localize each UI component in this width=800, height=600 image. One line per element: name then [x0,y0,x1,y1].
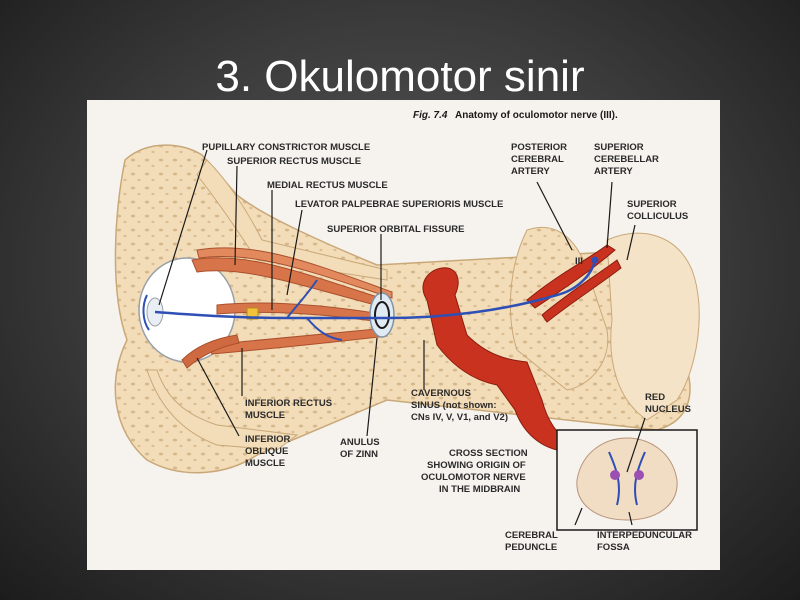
diagram-labels: PUPILLARY CONSTRICTOR MUSCLE SUPERIOR RE… [202,142,692,553]
caption-number: Fig. 7.4 [413,110,448,121]
label-superior-colliculus-2: COLLICULUS [627,211,688,222]
brainstem [606,232,700,421]
label-cavernous-2: SINUS (not shown: [411,400,497,411]
label-anulus-1: ANULUS [340,437,380,448]
skull-outline [114,144,691,474]
label-anulus-2: OF ZINN [340,449,378,460]
label-cerebral-peduncle-1: CEREBRAL [505,530,558,541]
anulus-of-zinn [369,292,395,338]
levator-muscle [196,247,393,299]
label-medial-rectus: MEDIAL RECTUS MUSCLE [267,180,388,191]
label-interpeduncular-1: INTERPEDUNCULAR [597,530,692,541]
inferior-oblique-muscle [181,334,240,369]
oculomotor-nerve: III [154,256,599,341]
nerve-main-trunk [154,259,597,320]
inset-red-nucleus-right [634,470,644,480]
label-nerve-iii: III [575,256,583,267]
label-cross-section-2: SHOWING ORIGIN OF [427,460,526,471]
label-inferior-oblique-2: OBLIQUE [245,446,288,457]
label-cavernous-1: CAVERNOUS [411,388,471,399]
superior-cerebellar-artery [541,259,622,323]
label-superior-rectus: SUPERIOR RECTUS MUSCLE [227,156,361,167]
figure-caption: Fig. 7.4 Anatomy of oculomotor nerve (II… [413,110,618,121]
label-inferior-rectus-2: MUSCLE [245,410,285,421]
label-posterior-cerebral-artery-1: POSTERIOR [511,142,567,153]
oculomotor-anatomy-diagram: Fig. 7.4 Anatomy of oculomotor nerve (II… [114,110,700,553]
label-cross-section-3: OCULOMOTOR NERVE [421,472,526,483]
label-superior-cerebellar-artery-3: ARTERY [594,166,633,177]
leader-lines [158,149,646,526]
label-posterior-cerebral-artery-3: ARTERY [511,166,550,177]
nerve-superior-division [286,279,318,319]
label-inferior-oblique-3: MUSCLE [245,458,285,469]
label-red-nucleus-2: NUCLEUS [645,404,691,415]
nerve-nucleus-dot [591,256,599,264]
midbrain-section [576,437,678,521]
label-pupillary-constrictor: PUPILLARY CONSTRICTOR MUSCLE [202,142,370,153]
orbit-floor [146,369,299,451]
label-inferior-oblique-1: INFERIOR [245,434,291,445]
label-cerebral-peduncle-2: PEDUNCLE [505,542,557,553]
label-superior-colliculus-1: SUPERIOR [627,199,677,210]
skull-bones [114,144,700,474]
label-superior-cerebellar-artery-2: CEREBELLAR [594,154,659,165]
label-interpeduncular-2: FOSSA [597,542,630,553]
nerve-inferior-division [306,317,343,341]
label-levator-palpebrae: LEVATOR PALPEBRAE SUPERIORIS MUSCLE [295,199,503,210]
inset-red-nucleus-left [610,470,620,480]
slide-title: 3. Okulomotor sinir [215,52,585,101]
orbital-apex [369,292,395,338]
label-cross-section-1: CROSS SECTION [449,448,528,459]
superior-orbital-fissure-ring [374,301,390,329]
anatomy-figure: Fig. 7.4 Anatomy of oculomotor nerve (II… [87,100,720,570]
label-red-nucleus-1: RED [645,392,665,403]
label-cross-section-4: IN THE MIDBRAIN [439,484,520,495]
label-superior-cerebellar-artery-1: SUPERIOR [594,142,644,153]
caption-text: Anatomy of oculomotor nerve (III). [455,110,618,121]
label-superior-orbital-fissure: SUPERIOR ORBITAL FISSURE [327,224,464,235]
ciliary-ganglion [246,307,259,320]
label-inferior-rectus-1: INFERIOR RECTUS [245,398,332,409]
cornea-line [142,294,150,331]
label-cavernous-3: CNs IV, V, V1, and V2) [411,412,508,423]
midbrain-inset [556,429,698,531]
label-posterior-cerebral-artery-2: CEREBRAL [511,154,564,165]
